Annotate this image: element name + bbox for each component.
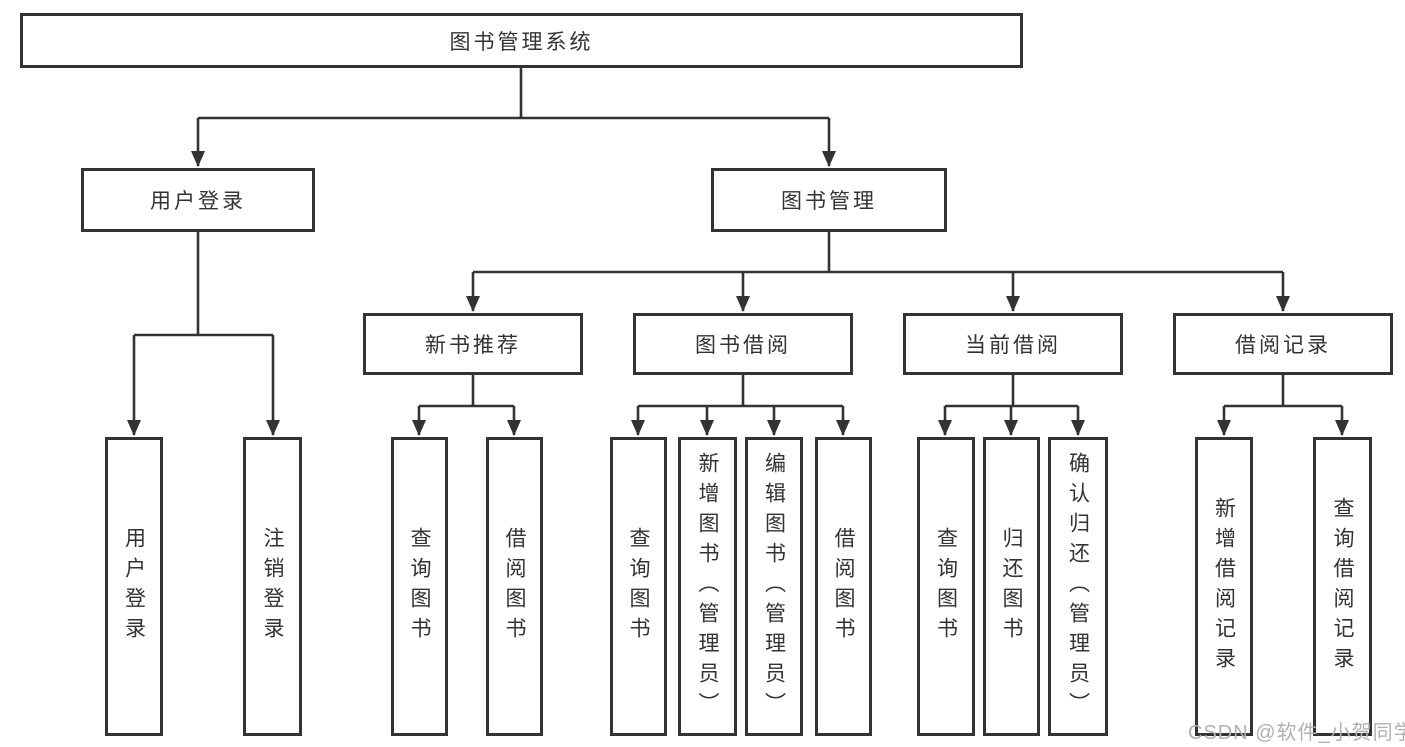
leaf-bb-query-book: 查询图书 <box>610 437 667 736</box>
leaf-br-query-record: 查询借阅记录 <box>1313 437 1372 736</box>
node-book-management-group: 图书管理 <box>711 168 947 232</box>
node-label: 图书借阅 <box>695 334 791 357</box>
node-borrow-record: 借阅记录 <box>1173 313 1393 375</box>
node-user-login-group: 用户登录 <box>81 168 315 232</box>
node-label: 查询借阅记录 <box>1331 496 1355 677</box>
node-library-management-system: 图书管理系统 <box>20 13 1023 68</box>
node-label: 新书推荐 <box>425 334 521 357</box>
csdn-watermark: CSDN @软件_小贺同学 <box>1188 722 1405 744</box>
node-label: 查询图书 <box>408 526 432 647</box>
node-label: 查询图书 <box>934 526 958 647</box>
node-label: 编辑图书（管理员） <box>762 451 786 722</box>
node-label: 用户登录 <box>122 526 146 647</box>
node-label: 借阅图书 <box>503 526 527 647</box>
node-label: 图书管理 <box>781 190 877 213</box>
node-book-borrow: 图书借阅 <box>633 313 853 375</box>
leaf-cb-query-book: 查询图书 <box>917 437 975 736</box>
node-new-book-recommend: 新书推荐 <box>363 313 583 375</box>
leaf-bb-add-book-admin: 新增图书（管理员） <box>678 437 737 736</box>
node-label: 图书管理系统 <box>449 30 594 54</box>
node-label: 借阅图书 <box>832 526 856 647</box>
node-label: 借阅记录 <box>1235 334 1331 357</box>
leaf-nb-query-book: 查询图书 <box>391 437 448 736</box>
node-label: 确认归还（管理员） <box>1066 451 1090 722</box>
node-label: 查询图书 <box>627 526 651 647</box>
node-label: 用户登录 <box>150 190 246 213</box>
node-label: 归还图书 <box>1000 526 1024 647</box>
leaf-logout-login: 注销登录 <box>243 437 302 736</box>
leaf-user-login: 用户登录 <box>105 437 163 736</box>
leaf-br-add-record: 新增借阅记录 <box>1195 437 1253 736</box>
leaf-bb-edit-book-admin: 编辑图书（管理员） <box>745 437 803 736</box>
leaf-bb-borrow-book: 借阅图书 <box>815 437 872 736</box>
node-label: 注销登录 <box>261 526 285 647</box>
node-current-borrow: 当前借阅 <box>903 313 1123 375</box>
leaf-nb-borrow-book: 借阅图书 <box>486 437 543 736</box>
node-label: 新增图书（管理员） <box>696 451 720 722</box>
node-label: 当前借阅 <box>965 334 1061 357</box>
leaf-cb-return-book: 归还图书 <box>983 437 1040 736</box>
node-label: 新增借阅记录 <box>1212 496 1236 677</box>
leaf-cb-confirm-return-admin: 确认归还（管理员） <box>1048 437 1108 736</box>
